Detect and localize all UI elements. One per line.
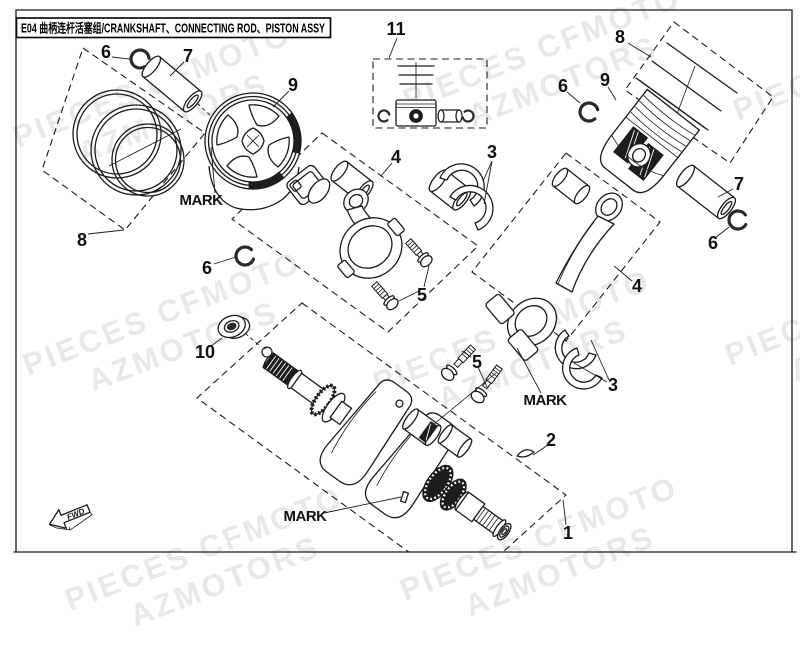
callout-5-right: 5 xyxy=(472,352,482,372)
crankshaft-drawing xyxy=(262,352,512,541)
timing-mark-spot xyxy=(399,490,410,504)
assembly-line-nut xyxy=(244,332,262,348)
callout-10: 10 xyxy=(195,342,215,362)
title-text: E04 曲柄连杆活塞组/CRANKSHAFT、CONNECTING ROD、PI… xyxy=(21,21,325,36)
small-end-bushing-right xyxy=(551,167,591,205)
callouts: 6 7 9 8 6 11 4 5 3 8 6 9 7 6 4 5 3 2 1 1… xyxy=(77,19,744,543)
piston-pin-left xyxy=(141,55,203,113)
parts-diagram-page: { "title_box": { "text": "E04 曲柄连杆活塞组/CR… xyxy=(8,0,800,634)
dashed-group-boxes xyxy=(41,21,774,552)
mark-label-conrod-right: MARK xyxy=(524,392,568,409)
conrod-box-left xyxy=(231,132,479,333)
conrod-shaft-right xyxy=(555,215,615,293)
conrod-left-assembly xyxy=(286,160,472,279)
callout-6-right-top: 6 xyxy=(558,76,568,96)
callout-6-left-bottom: 6 xyxy=(202,258,212,278)
fwd-arrow-label: FWD xyxy=(66,507,86,522)
callout-4-right: 4 xyxy=(632,276,642,296)
callout-3-left: 3 xyxy=(487,142,497,162)
mark-label-piston-left: MARK xyxy=(180,192,224,209)
callout-6-right-bottom: 6 xyxy=(708,233,718,253)
conrod-box-right xyxy=(471,152,661,342)
conrod-bolts-left xyxy=(370,238,433,311)
callout-9-right: 9 xyxy=(600,70,610,90)
callout-2: 2 xyxy=(546,430,556,450)
crank-pin-spacer xyxy=(437,424,473,458)
callout-3-right: 3 xyxy=(608,375,618,395)
rings-box-right xyxy=(624,21,774,164)
callout-4-left: 4 xyxy=(391,147,401,167)
callout-11: 11 xyxy=(386,19,405,39)
crank-web-1 xyxy=(319,379,413,486)
piston-kit-contents xyxy=(377,62,475,127)
mark-label-crankshaft: MARK xyxy=(284,508,328,525)
callout-8-left: 8 xyxy=(77,230,87,250)
assembly-line-pin-left xyxy=(196,102,214,119)
mark-labels: MARK MARK MARK xyxy=(180,192,568,525)
circlip-right-top xyxy=(578,101,600,123)
bearing-shells-left xyxy=(439,163,494,231)
title-box: E04 曲柄连杆活塞组/CRANKSHAFT、CONNECTING ROD、PI… xyxy=(15,17,332,39)
diagram-frame xyxy=(13,9,797,553)
crank-pin xyxy=(402,408,442,447)
woodruff-key xyxy=(516,449,535,458)
piston-pin-right xyxy=(675,164,737,220)
assembly-line-crankpin xyxy=(433,372,497,425)
fwd-arrow: FWD xyxy=(48,504,93,531)
steel-ball xyxy=(261,346,273,358)
callout-5-left: 5 xyxy=(417,285,427,305)
rings-box-left xyxy=(41,47,206,231)
callout-6-left-top: 6 xyxy=(101,42,111,62)
piston-left-top-view xyxy=(204,92,302,211)
callout-7-right: 7 xyxy=(734,174,744,194)
circlip-left-top xyxy=(129,48,151,70)
circlip-right-bottom xyxy=(727,209,748,231)
crankshaft-box xyxy=(196,302,567,552)
leader-lines xyxy=(87,37,734,526)
conrod-right-assembly xyxy=(485,167,623,361)
callout-9-left: 9 xyxy=(288,75,298,95)
circlip-left-bottom xyxy=(234,245,256,267)
piston-crown-valve-pockets xyxy=(216,104,290,178)
piston-rings-right-edge-view xyxy=(635,42,738,131)
callout-1: 1 xyxy=(563,523,573,543)
diagram-canvas: E04 曲柄连杆活塞组/CRANKSHAFT、CONNECTING ROD、PI… xyxy=(13,9,797,553)
bearing-shells-right xyxy=(554,329,603,390)
piston-rings-left xyxy=(72,89,185,197)
callout-7-left: 7 xyxy=(183,46,193,66)
piston-right-side-view xyxy=(599,88,700,194)
callout-8-right: 8 xyxy=(615,27,625,47)
crank-nut xyxy=(217,314,251,339)
